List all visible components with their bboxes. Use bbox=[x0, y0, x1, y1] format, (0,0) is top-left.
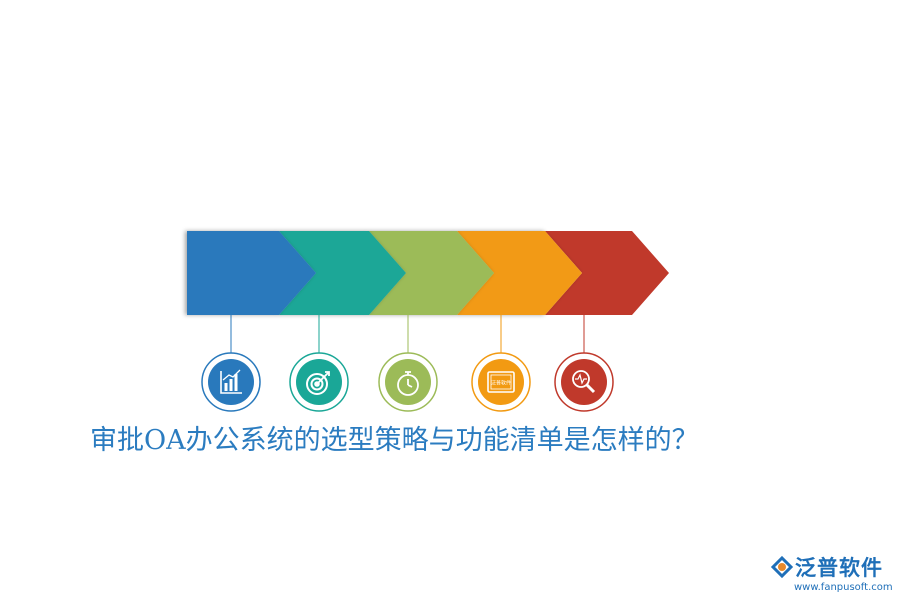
monitor-icon-text: 泛普软件 bbox=[491, 379, 511, 386]
step-4-badge: 泛普软件 bbox=[471, 352, 531, 412]
brand-name: 泛普软件 bbox=[795, 556, 883, 580]
step-2-badge bbox=[289, 352, 349, 412]
step-1-badge bbox=[201, 352, 261, 412]
brand-url: www.fanpusoft.com bbox=[794, 582, 893, 593]
brand-logo-icon bbox=[770, 555, 794, 579]
stopwatch-icon bbox=[397, 371, 419, 396]
connector-lines bbox=[230, 315, 585, 353]
arrow-step-4 bbox=[457, 231, 582, 315]
monitor-icon: 泛普软件 bbox=[487, 371, 515, 393]
page-title: 审批OA办公系统的选型策略与功能清单是怎样的？ bbox=[90, 425, 699, 456]
arrow-step-2 bbox=[279, 231, 406, 315]
arrow-step-1 bbox=[187, 231, 316, 315]
target-icon bbox=[306, 371, 330, 395]
magnifier-icon bbox=[572, 370, 596, 394]
arrow-chain bbox=[187, 231, 669, 315]
step-5-badge bbox=[554, 352, 614, 412]
step-3-badge bbox=[378, 352, 438, 412]
brand-logo: 泛普软件 www.fanpusoft.com bbox=[770, 551, 895, 597]
arrow-step-3 bbox=[369, 231, 494, 315]
arrow-step-5 bbox=[545, 231, 669, 315]
bar-chart-icon bbox=[220, 369, 242, 394]
